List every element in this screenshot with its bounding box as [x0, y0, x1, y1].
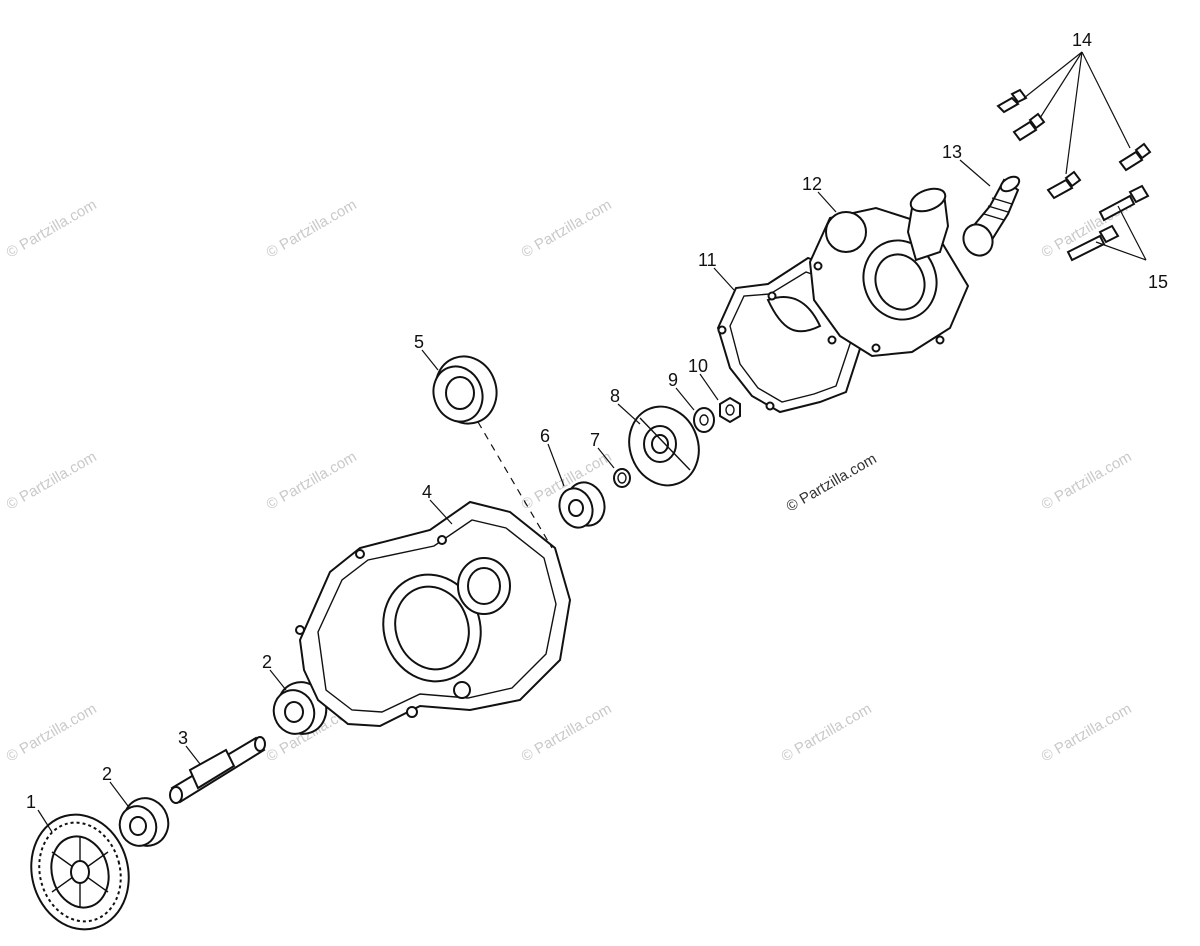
watermark: © Partzilla.com: [4, 700, 100, 765]
watermark: © Partzilla.com: [1039, 700, 1135, 765]
watermark: © Partzilla.com: [779, 700, 875, 765]
callout-5: 5: [414, 332, 424, 352]
callout-13: 13: [942, 142, 962, 162]
callout-labels: 1 2 3 2 4 5 6 7 8 9 10 11 12 13 14 15: [26, 30, 1168, 812]
part-12-pump-cover[interactable]: [808, 184, 970, 358]
watermark: © Partzilla.com: [519, 196, 615, 261]
watermark: © Partzilla.com: [1039, 448, 1135, 513]
part-6-bushing[interactable]: [554, 477, 610, 532]
part-8-impeller[interactable]: [618, 397, 709, 495]
part-4-housing[interactable]: [295, 500, 572, 728]
callout-6: 6: [540, 426, 550, 446]
callout-14: 14: [1072, 30, 1092, 50]
watermark: © Partzilla.com: [4, 448, 100, 513]
callout-15: 15: [1148, 272, 1168, 292]
callout-12: 12: [802, 174, 822, 194]
watermark: © Partzilla.com: [264, 196, 360, 261]
callout-9: 9: [668, 370, 678, 390]
part-7-snap-ring[interactable]: [613, 468, 631, 488]
watermark: © Partzilla.com: [519, 700, 615, 765]
callout-10: 10: [688, 356, 708, 376]
part-5-oil-seal[interactable]: [426, 348, 506, 432]
part-2-bearing-lower[interactable]: [114, 792, 175, 852]
part-13-hose-fitting[interactable]: [958, 174, 1022, 261]
callout-4: 4: [422, 482, 432, 502]
callout-2: 2: [102, 764, 112, 784]
callout-7: 7: [590, 430, 600, 450]
watermark: © Partzilla.com: [4, 196, 100, 261]
callout-2: 2: [262, 652, 272, 672]
part-14-bolts-short[interactable]: [996, 88, 1152, 200]
guide-line-seal: [477, 421, 553, 549]
callout-8: 8: [610, 386, 620, 406]
callout-1: 1: [26, 792, 36, 812]
watermark: © Partzilla.com: [264, 448, 360, 513]
part-3-shaft[interactable]: [169, 736, 266, 804]
watermark-main: © Partzilla.com: [784, 450, 880, 515]
leader-lines: [37, 51, 1147, 833]
part-15-bolts-long[interactable]: [1066, 184, 1150, 262]
part-9-washer[interactable]: [693, 407, 715, 433]
callout-11: 11: [698, 250, 717, 270]
part-10-nut[interactable]: [719, 396, 741, 424]
part-1-gear[interactable]: [19, 804, 142, 941]
callout-3: 3: [178, 728, 188, 748]
